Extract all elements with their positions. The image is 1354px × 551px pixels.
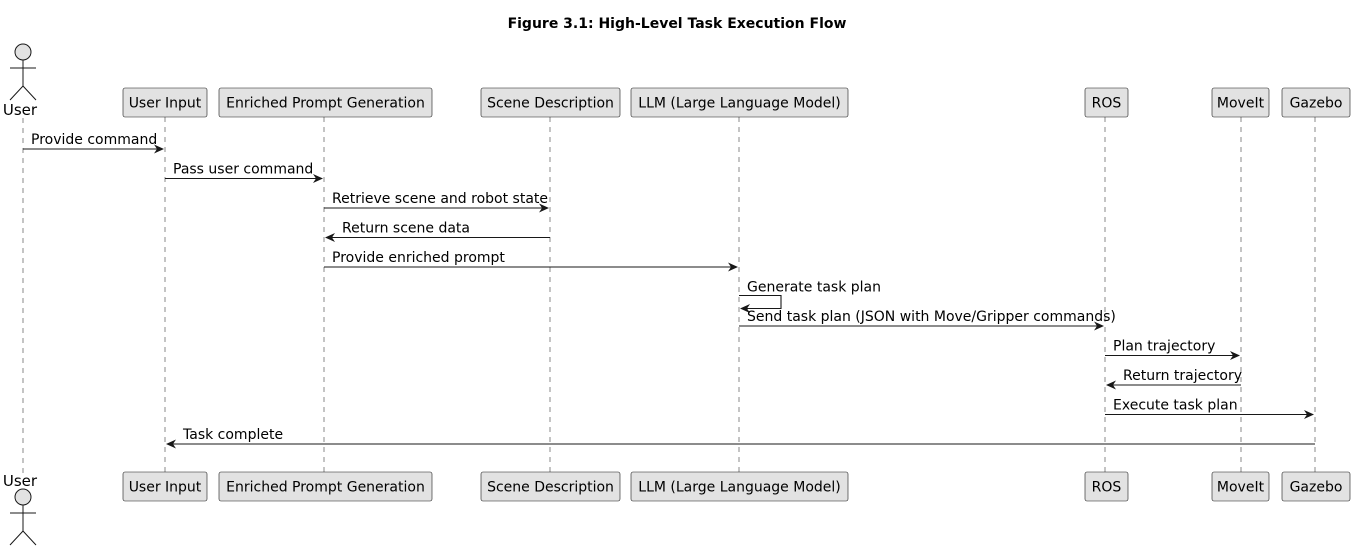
message-label: Retrieve scene and robot state: [332, 191, 548, 207]
participant-gazebo-bottom: Gazebo: [1281, 471, 1351, 502]
participant-label: Scene Description: [487, 96, 614, 112]
participant-llm-top: LLM (Large Language Model): [630, 87, 849, 118]
participant-user-input-bottom: User Input: [122, 471, 208, 502]
arrowhead: [325, 233, 335, 242]
participant-label: ROS: [1092, 96, 1122, 112]
participant-llm-bottom: LLM (Large Language Model): [630, 471, 849, 502]
participant-user-input-top: User Input: [122, 87, 208, 118]
participant-label: Scene Description: [487, 480, 614, 496]
actor-legs: [9, 530, 37, 546]
participant-box: [1281, 471, 1351, 502]
participant-box: [1084, 471, 1129, 502]
actor-label: User: [3, 101, 38, 119]
participant-box: [218, 87, 433, 118]
actor-user-top: User: [3, 43, 38, 119]
participant-label: User Input: [129, 480, 202, 496]
participant-label: Enriched Prompt Generation: [226, 480, 425, 496]
message-label: Task complete: [182, 427, 283, 443]
arrowhead: [166, 439, 176, 449]
message: Provide command: [23, 132, 164, 154]
participant-ros-bottom: ROS: [1084, 471, 1129, 502]
diagram-title: Figure 3.1: High-Level Task Execution Fl…: [508, 16, 847, 32]
participant-moveit-bottom: MoveIt: [1211, 471, 1270, 502]
participant-moveit-top: MoveIt: [1211, 87, 1270, 118]
message: Plan trajectory: [1105, 339, 1240, 360]
participant-scene-top: Scene Description: [480, 87, 621, 118]
message: Return trajectory: [1106, 368, 1242, 390]
participants-top: User User Input Enriched Prompt Generation…: [3, 43, 1351, 119]
message: Send task plan (JSON with Move/Gripper c…: [739, 309, 1116, 331]
participant-scene-bottom: Scene Description: [480, 471, 621, 502]
participants-bottom: User User Input Enriched Prompt Generation…: [3, 471, 1351, 546]
participant-prompt-gen-bottom: Enriched Prompt Generation: [218, 471, 433, 502]
participant-prompt-gen-top: Enriched Prompt Generation: [218, 87, 433, 118]
participant-box: [480, 471, 621, 502]
participant-label: LLM (Large Language Model): [638, 96, 840, 112]
participant-gazebo-top: Gazebo: [1281, 87, 1351, 118]
message-label: Plan trajectory: [1113, 339, 1215, 355]
arrowhead: [1106, 380, 1116, 390]
participant-box: [1211, 87, 1270, 118]
message-label: Provide command: [31, 132, 157, 148]
message: Provide enriched prompt: [324, 250, 738, 272]
arrowhead: [154, 144, 164, 154]
actor-user-bottom: User: [3, 472, 38, 546]
message-line: [739, 294, 782, 310]
participant-box: [1211, 471, 1270, 502]
participant-box: [122, 87, 208, 118]
participant-label: MoveIt: [1217, 96, 1265, 112]
participant-label: LLM (Large Language Model): [638, 480, 840, 496]
message: Pass user command: [165, 162, 323, 183]
arrowhead: [313, 174, 323, 183]
participant-box: [1084, 87, 1129, 118]
participant-label: ROS: [1092, 480, 1122, 496]
participant-label: Gazebo: [1290, 480, 1343, 496]
message-label: Send task plan (JSON with Move/Gripper c…: [747, 309, 1116, 325]
arrowhead: [1230, 351, 1240, 360]
actor-legs: [9, 85, 37, 101]
participant-label: MoveIt: [1217, 480, 1265, 496]
actor-label: User: [3, 472, 38, 490]
message-label: Return trajectory: [1123, 368, 1242, 384]
arrowhead: [539, 203, 549, 213]
arrowhead: [1304, 410, 1314, 419]
message: Execute task plan: [1105, 398, 1314, 419]
message: Return scene data: [325, 221, 550, 242]
participant-box: [480, 87, 621, 118]
arrowhead: [740, 304, 750, 313]
message: Generate task plan: [739, 280, 881, 313]
participant-label: User Input: [129, 96, 202, 112]
message: Retrieve scene and robot state: [324, 191, 549, 213]
message-label: Generate task plan: [747, 280, 881, 296]
message-label: Execute task plan: [1113, 398, 1238, 414]
participant-label: Enriched Prompt Generation: [226, 96, 425, 112]
message-label: Provide enriched prompt: [332, 250, 505, 266]
participant-box: [122, 471, 208, 502]
arrowhead: [728, 262, 738, 272]
actor-head-icon: [14, 43, 32, 61]
participant-ros-top: ROS: [1084, 87, 1129, 118]
participant-box: [630, 87, 849, 118]
participant-box: [1281, 87, 1351, 118]
participant-box: [218, 471, 433, 502]
message-label: Pass user command: [173, 162, 313, 178]
message: Task complete: [166, 427, 1315, 449]
participant-box: [630, 471, 849, 502]
arrowhead: [1094, 321, 1104, 331]
message-label: Return scene data: [342, 221, 470, 237]
actor-head-icon: [14, 488, 32, 506]
participant-label: Gazebo: [1290, 96, 1343, 112]
